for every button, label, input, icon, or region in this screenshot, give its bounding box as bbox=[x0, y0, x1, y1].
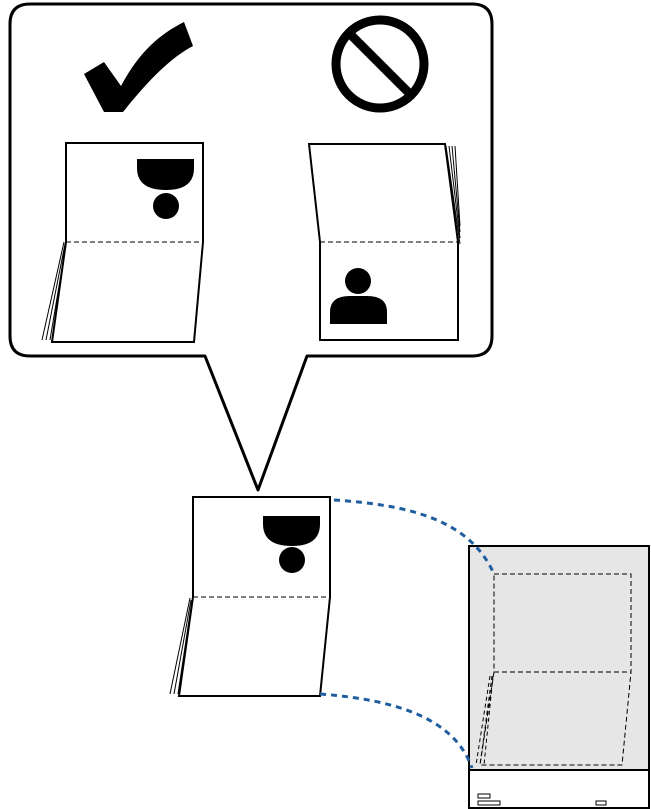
incorrect-passport-example bbox=[307, 143, 461, 341]
person-icon bbox=[330, 268, 387, 324]
photo-icon bbox=[263, 516, 320, 573]
callout-bubble bbox=[8, 2, 494, 492]
scanner-buttons bbox=[477, 793, 607, 806]
scanner bbox=[468, 545, 650, 809]
prohibited-icon bbox=[331, 15, 429, 113]
scanner-document-outline bbox=[475, 573, 632, 766]
correct-passport-example bbox=[41, 142, 204, 343]
passport-to-scan bbox=[169, 496, 331, 697]
photo-icon bbox=[137, 159, 194, 219]
guide-lines bbox=[319, 498, 496, 769]
checkmark-icon bbox=[84, 22, 193, 112]
